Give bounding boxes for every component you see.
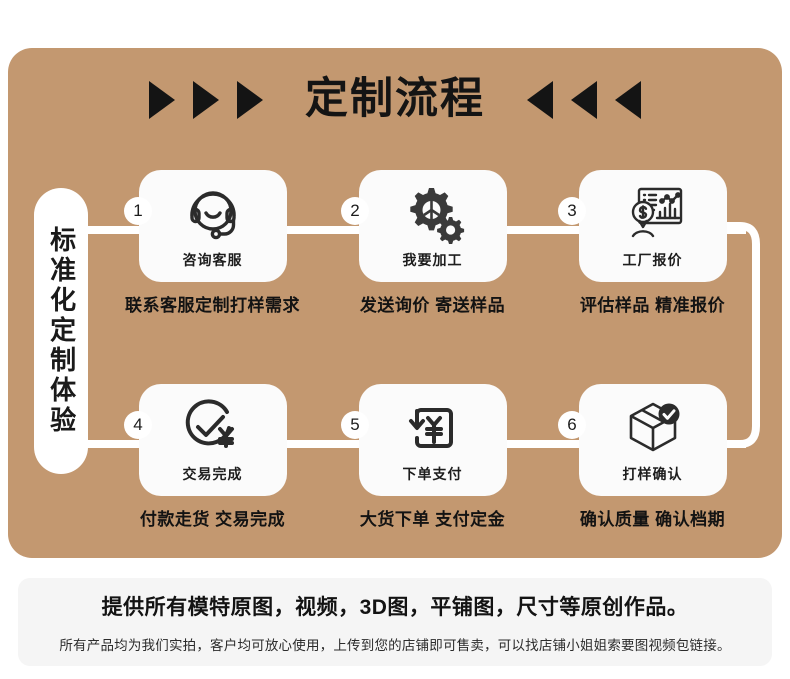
steps-row-2: 交易完成 付款走货 交易完成 下单支付 bbox=[0, 384, 790, 530]
step-3-label: 工厂报价 bbox=[622, 252, 683, 268]
step-number-badge-6: 6 bbox=[558, 411, 586, 439]
header-title-row: 定制流程 bbox=[0, 78, 790, 121]
step-card-3[interactable]: 工厂报价 评估样品 精准报价 bbox=[546, 170, 759, 316]
triangle-right-icon bbox=[149, 80, 175, 119]
step-3-card[interactable]: 工厂报价 bbox=[578, 170, 727, 282]
headset-icon bbox=[181, 182, 245, 246]
step-4-label: 交易完成 bbox=[182, 466, 243, 482]
step-1-caption: 联系客服定制打样需求 bbox=[125, 296, 300, 315]
step-card-6[interactable]: 打样确认 确认质量 确认档期 bbox=[546, 384, 759, 530]
gears-icon bbox=[401, 182, 465, 246]
page-title: 定制流程 bbox=[305, 75, 485, 123]
triangle-right-icon bbox=[193, 80, 219, 119]
step-5-caption: 大货下单 支付定金 bbox=[359, 510, 506, 529]
footer-subtext: 所有产品均为我们实拍，客户均可放心使用，上传到您的店铺即可售卖，可以找店铺小姐姐… bbox=[59, 637, 731, 653]
step-6-label: 打样确认 bbox=[622, 466, 683, 482]
step-card-4[interactable]: 交易完成 付款走货 交易完成 bbox=[106, 384, 319, 530]
box-check-icon bbox=[621, 396, 685, 460]
step-number-badge-4: 4 bbox=[124, 411, 152, 439]
step-2-label: 我要加工 bbox=[402, 252, 463, 268]
steps-row-1: 咨询客服 联系客服定制打样需求 bbox=[0, 170, 790, 316]
step-card-1[interactable]: 咨询客服 联系客服定制打样需求 bbox=[106, 170, 319, 316]
step-card-2[interactable]: 我要加工 发送询价 寄送样品 bbox=[326, 170, 539, 316]
step-5-card[interactable]: 下单支付 bbox=[358, 384, 507, 496]
triangle-left-icon bbox=[527, 80, 553, 119]
step-2-caption: 发送询价 寄送样品 bbox=[359, 296, 506, 315]
step-card-5[interactable]: 下单支付 大货下单 支付定金 bbox=[326, 384, 539, 530]
step-6-card[interactable]: 打样确认 bbox=[578, 384, 727, 496]
side-label-pill: 标准化定制体验 bbox=[34, 188, 88, 474]
step-5-label: 下单支付 bbox=[402, 466, 463, 482]
step-number-badge-1: 1 bbox=[124, 197, 152, 225]
step-1-label: 咨询客服 bbox=[182, 252, 243, 268]
side-label-text: 标准化定制体验 bbox=[46, 226, 77, 436]
triangle-left-icon bbox=[615, 80, 641, 119]
triangle-left-icon bbox=[571, 80, 597, 119]
step-4-card[interactable]: 交易完成 bbox=[138, 384, 287, 496]
triangle-right-icon bbox=[237, 80, 263, 119]
footer-panel: 提供所有模特原图，视频，3D图，平铺图，尺寸等原创作品。 所有产品均为我们实拍，… bbox=[18, 578, 772, 666]
step-2-card[interactable]: 我要加工 bbox=[358, 170, 507, 282]
step-6-caption: 确认质量 确认档期 bbox=[579, 510, 726, 529]
order-pay-yen-icon bbox=[401, 396, 465, 460]
step-4-caption: 付款走货 交易完成 bbox=[139, 510, 286, 529]
step-3-caption: 评估样品 精准报价 bbox=[579, 296, 726, 315]
footer-headline: 提供所有模特原图，视频，3D图，平铺图，尺寸等原创作品。 bbox=[101, 595, 689, 619]
left-arrow-group bbox=[149, 80, 263, 119]
quote-chart-icon bbox=[621, 182, 685, 246]
step-number-badge-5: 5 bbox=[341, 411, 369, 439]
right-arrow-group bbox=[527, 80, 641, 119]
check-yen-icon bbox=[181, 396, 245, 460]
step-number-badge-2: 2 bbox=[341, 197, 369, 225]
step-1-card[interactable]: 咨询客服 bbox=[138, 170, 287, 282]
step-number-badge-3: 3 bbox=[558, 197, 586, 225]
